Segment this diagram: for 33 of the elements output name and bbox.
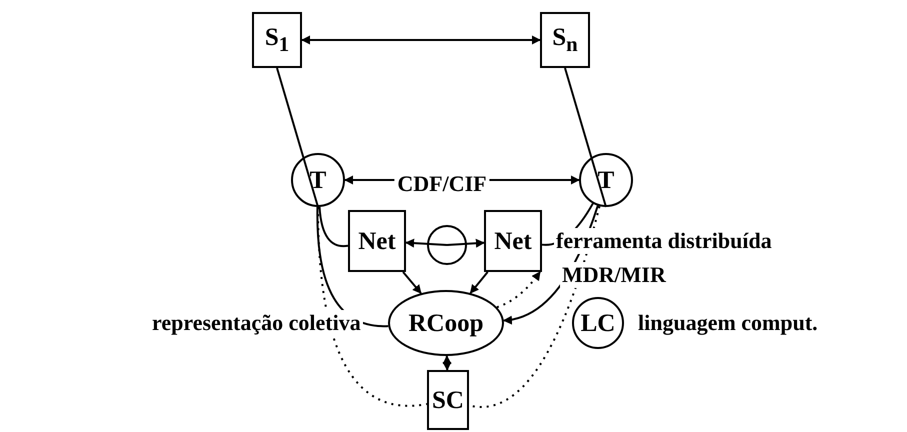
arrow (446, 238, 485, 248)
annotation-label: MDR/MIR (560, 262, 668, 288)
circle-node (579, 153, 633, 207)
arrow (301, 36, 541, 44)
circle-node (291, 153, 345, 207)
process-box (484, 210, 542, 272)
process-box (252, 12, 302, 68)
arrow (402, 271, 422, 294)
arrow (442, 355, 452, 371)
node-caption: ferramenta distribuída (554, 228, 774, 254)
arrow (405, 238, 448, 248)
node-label: SC (432, 388, 464, 412)
node-label: S$_{n}$ (552, 25, 578, 55)
arrow (470, 271, 488, 294)
process-box (348, 210, 406, 272)
connector-line (564, 68, 607, 208)
node-label: T (598, 168, 614, 192)
node-label: RCoop (408, 310, 484, 336)
node-label: Net (494, 228, 532, 254)
circle-node (427, 225, 467, 265)
node-label: Net (358, 228, 396, 254)
process-box (427, 370, 469, 430)
circle-node (572, 297, 624, 349)
node-caption: representação coletiva (150, 310, 363, 336)
arrow (496, 271, 541, 308)
ellipse-node (388, 290, 504, 356)
connector-line (317, 206, 428, 407)
node-label: LC (580, 310, 616, 336)
node-label: S$_{1}$ (264, 25, 290, 55)
connector-line (276, 68, 319, 208)
process-box (540, 12, 590, 68)
node-label: T (310, 168, 326, 192)
connector-line (318, 206, 348, 248)
